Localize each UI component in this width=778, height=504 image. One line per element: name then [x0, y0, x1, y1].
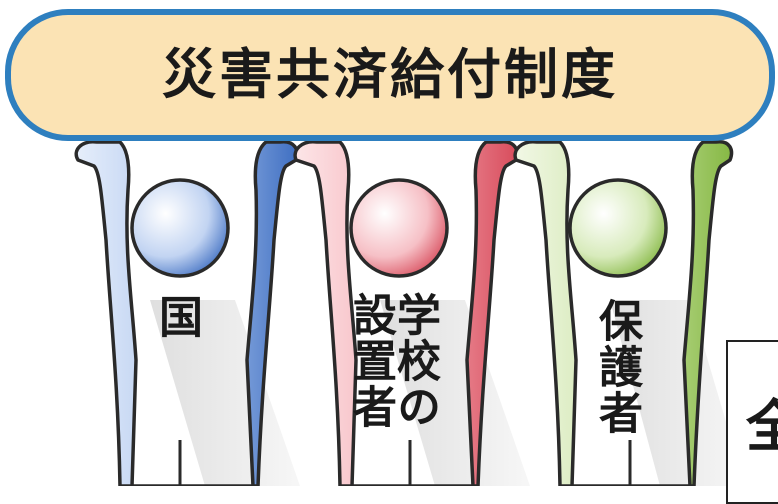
figure-shadows: [150, 300, 745, 486]
figure-country: [74, 140, 299, 486]
figure-school-founder-label: 学校の設置者: [345, 292, 440, 430]
figure-country-body: [74, 140, 299, 486]
diagram: 災害共済給付制度 国 学校の設置者 保護者 全: [5, 9, 778, 504]
title-banner: [5, 9, 775, 141]
figure-guardian: [513, 140, 734, 486]
figure-country-head: [130, 178, 230, 278]
clipped-side-panel-text: 全: [746, 395, 778, 460]
clipped-side-panel: [726, 340, 778, 504]
figure-school-founder-body: [293, 140, 519, 486]
figure-country-label: 国: [151, 294, 202, 340]
title-text: 災害共済給付制度: [162, 42, 618, 106]
figure-school-founder-head: [349, 178, 449, 278]
figure-guardian-head: [568, 178, 668, 278]
figure-guardian-body: [513, 140, 734, 486]
diagram-art: [5, 9, 775, 486]
figure-guardian-label: 保護者: [591, 298, 642, 436]
figure-school-founder: [293, 140, 519, 486]
